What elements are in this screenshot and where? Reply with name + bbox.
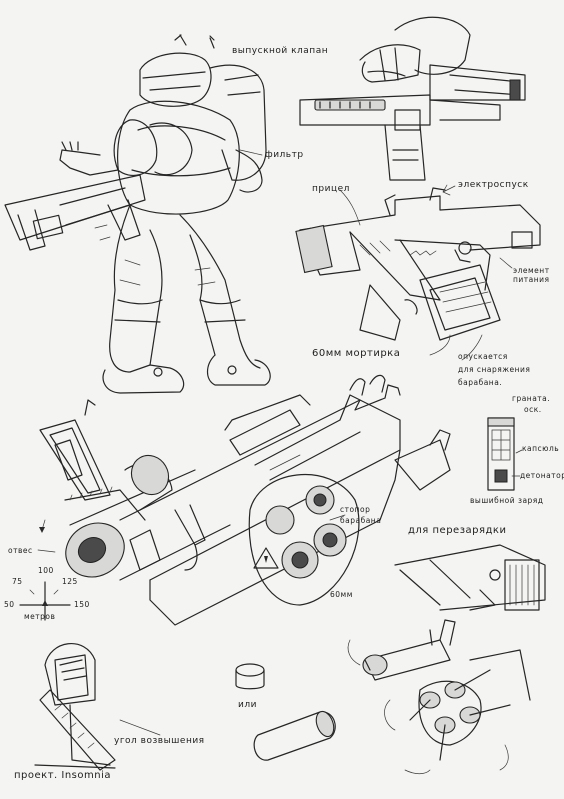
label-detonator: детонатор (520, 471, 564, 480)
small-sight-sketch (34, 643, 116, 771)
plumb-pointer (37, 549, 56, 553)
label-or: или (238, 700, 257, 710)
label-sight: прицел (312, 184, 350, 194)
open-drum-sketch (347, 619, 531, 775)
reload-diagram-sketch (394, 544, 546, 611)
label-scale-50: 50 (4, 600, 15, 609)
label-caliber-mark: 60мм (330, 590, 353, 599)
label-mortar-60mm: 60мм мортирка (312, 348, 401, 359)
shell-sketch (235, 663, 336, 761)
label-grenade-2: оск. (524, 405, 542, 414)
label-drum-stop-1: стопор (340, 505, 371, 514)
label-drum-release-2: для снаряжения (458, 365, 531, 374)
label-scale-150: 150 (74, 600, 90, 609)
elevation-sight-sketch (39, 399, 146, 533)
label-electric-trigger: электроспуск (458, 180, 529, 190)
label-filter: фильтр (265, 150, 304, 160)
label-drum-release-1: опускается (458, 352, 508, 361)
label-elevation-angle: угол возвышения (114, 736, 205, 746)
hand-weapon-sketch (299, 16, 526, 181)
plumb-scale-sketch (19, 581, 71, 621)
label-for-reload: для перезарядки (408, 525, 507, 536)
label-drum-release-3: барабана. (458, 378, 503, 387)
label-scale-100: 100 (38, 566, 54, 575)
armored-soldier-sketch (4, 34, 271, 394)
label-plumb: отвес (8, 546, 33, 555)
mortar-side-sketch (295, 184, 541, 361)
filter-pointer (239, 149, 263, 156)
grenade-launcher-sketch (65, 374, 451, 626)
label-scale-75: 75 (12, 577, 23, 586)
label-expelling-charge: вышибной заряд (470, 496, 544, 505)
label-grenade-1: граната. (512, 394, 551, 403)
label-meters: метров (24, 612, 56, 621)
label-project: проект. Insomnia (14, 770, 111, 781)
label-drum-stop-2: барабана (340, 516, 382, 525)
elevation-pointer (119, 719, 161, 736)
grenade-section-sketch (487, 417, 523, 491)
label-power-element: элемент питания (513, 266, 550, 284)
label-exhaust-valve: выпускной клапан (232, 46, 329, 56)
label-scale-125: 125 (62, 577, 78, 586)
label-primer: капсюль (522, 444, 560, 453)
